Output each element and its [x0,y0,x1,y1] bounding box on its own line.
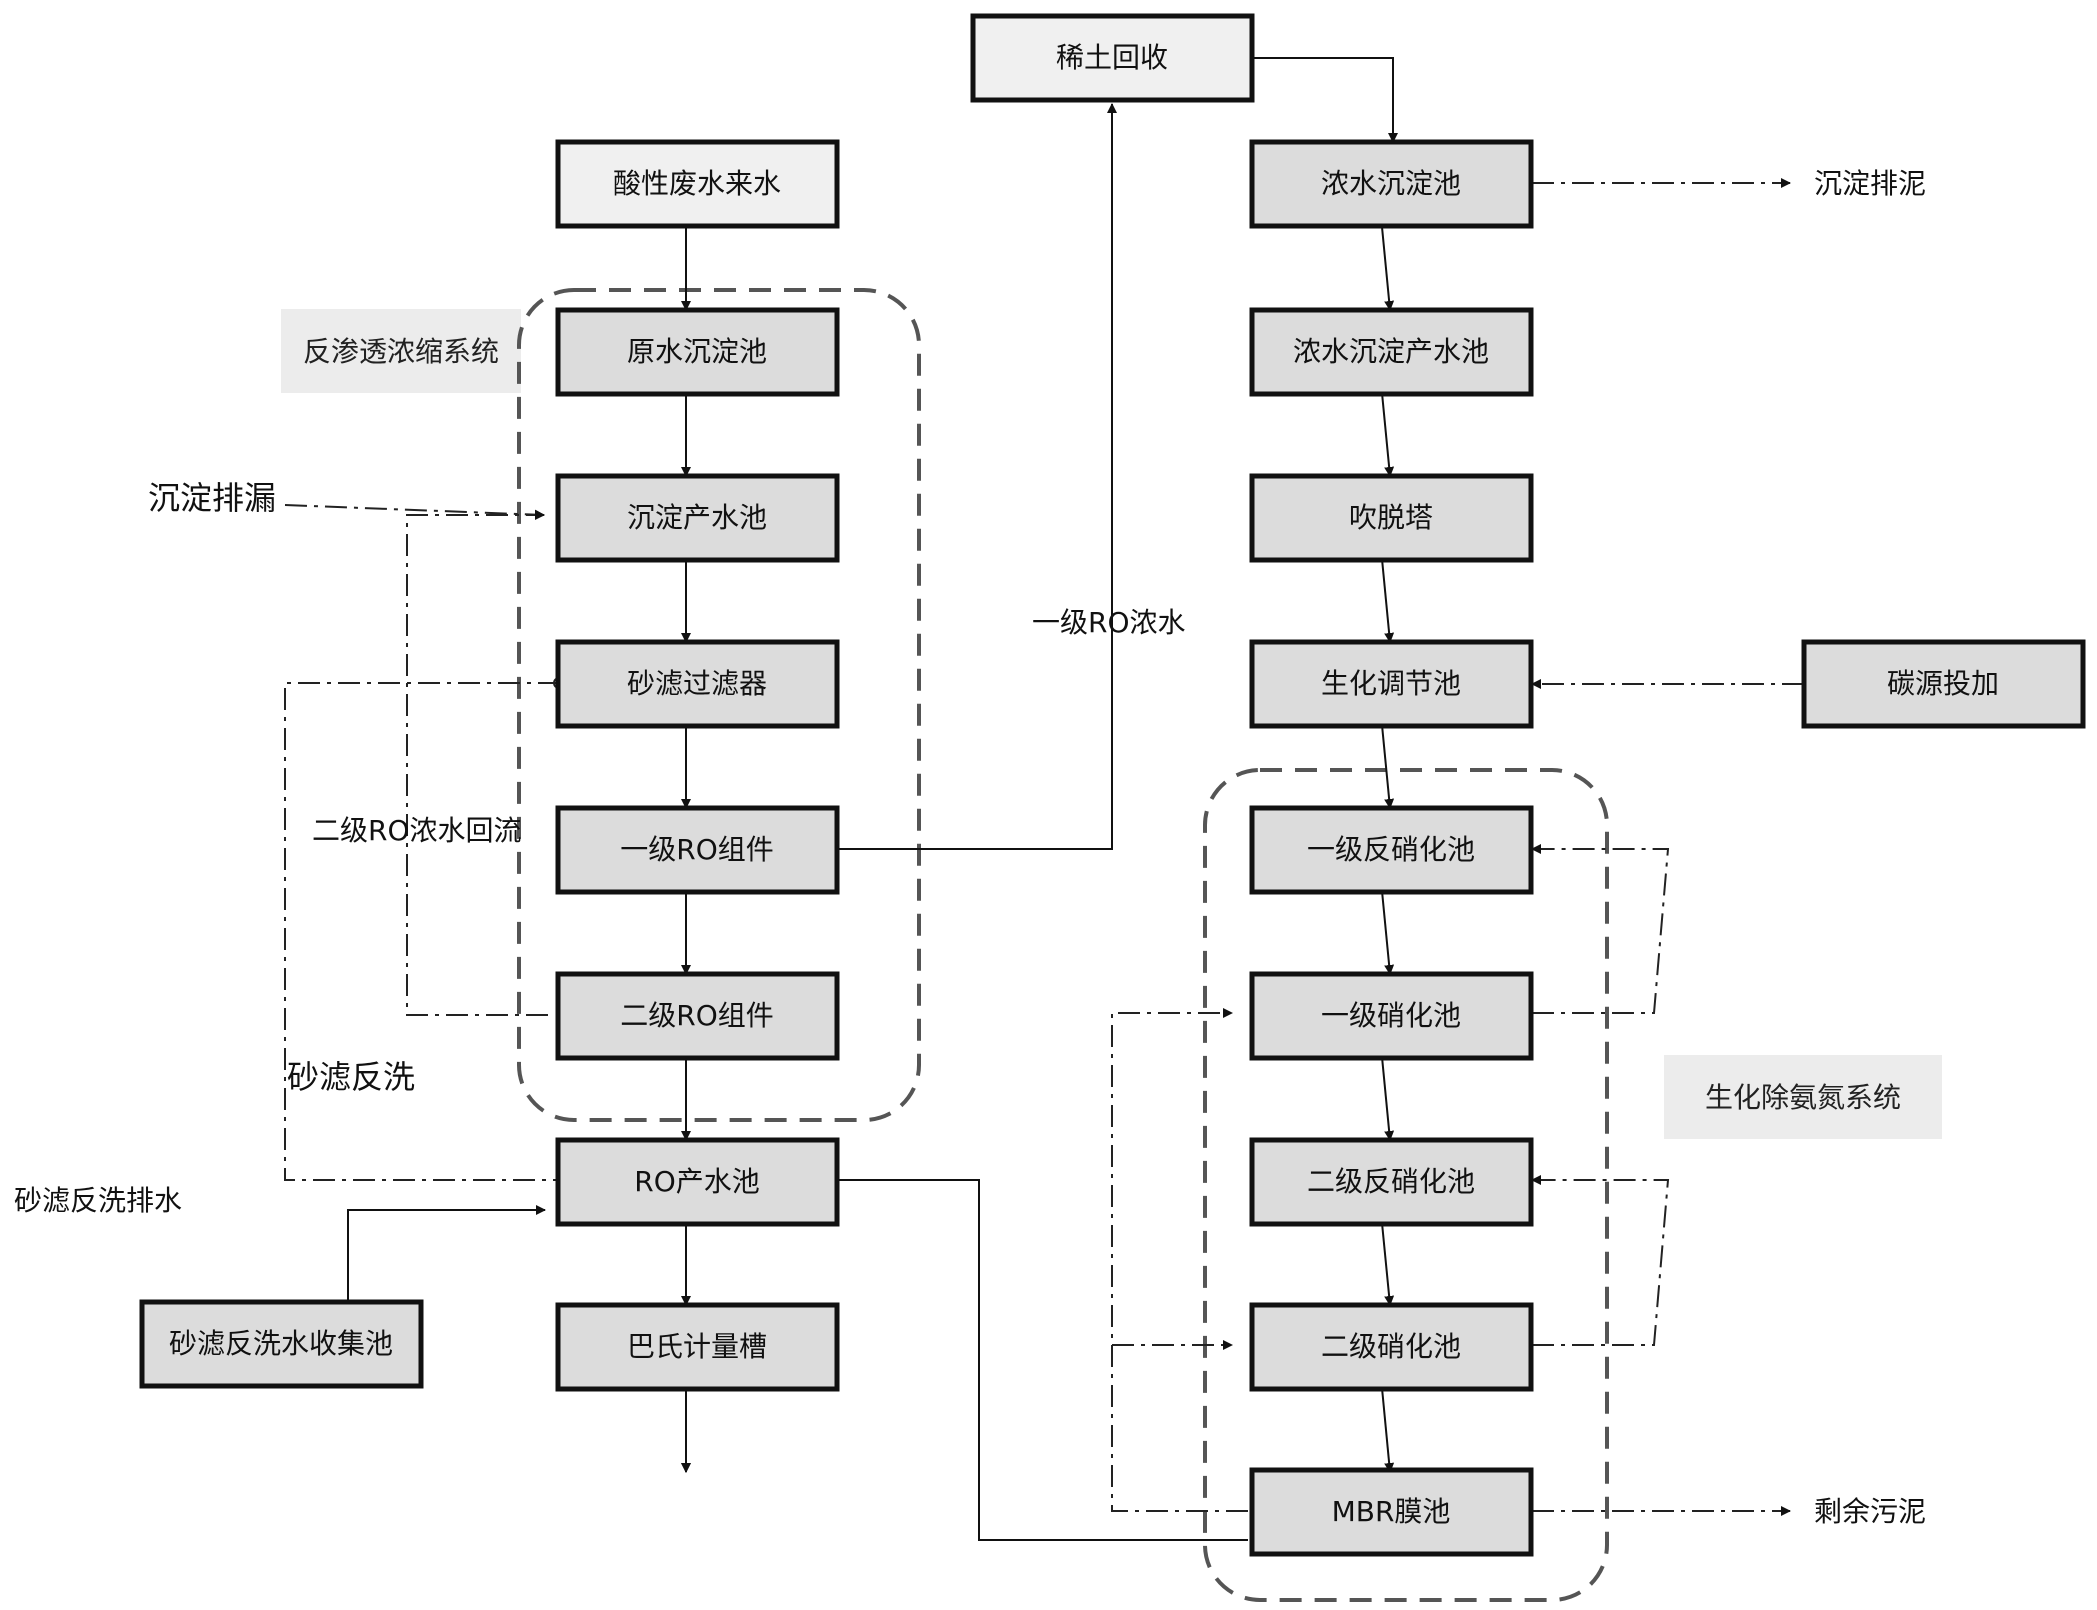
node-raw-settling-label: 原水沉淀池 [627,335,767,368]
node-settled-water-label: 沉淀产水池 [627,501,767,534]
node-settled-water: 沉淀产水池 [555,473,840,563]
bio-system-label-bg [1664,1055,1942,1139]
right-main-flow [1381,226,1395,1473]
label-sand-backwash: 砂滤反洗 [287,1058,415,1096]
node-conc-product: 浓水沉淀产水池 [1249,307,1534,397]
node-ro-product-label: RO产水池 [634,1165,760,1198]
node-bio-adjust-label: 生化调节池 [1321,667,1461,700]
node-acid-inflow-label: 酸性废水来水 [613,167,781,200]
node-parshall: 巴氏计量槽 [555,1302,840,1392]
node-ro2-label: 二级RO组件 [620,999,774,1032]
label-backwash-drain: 砂滤反洗排水 [14,1184,182,1217]
node-ro-product: RO产水池 [555,1137,840,1227]
ro-system-boundary [517,288,921,1122]
bio-system-boundary [1203,768,1609,1602]
node-raw-settling: 原水沉淀池 [555,307,840,397]
node-ro2: 二级RO组件 [555,971,840,1061]
node-mbr-label: MBR膜池 [1332,1495,1451,1528]
node-acid-inflow: 酸性废水来水 [555,139,840,229]
node-rare-earth-label: 稀土回收 [1056,41,1168,74]
node-sand-filter-label: 砂滤过滤器 [627,667,767,700]
node-stripping: 吹脱塔 [1249,473,1534,563]
node-nit2: 二级硝化池 [1249,1302,1534,1392]
node-nit2-label: 二级硝化池 [1321,1330,1461,1363]
node-parshall-label: 巴氏计量槽 [627,1330,767,1363]
node-carbon-label: 碳源投加 [1887,667,1999,700]
label-sludge-left: 沉淀排漏 [148,479,276,517]
node-mbr: MBR膜池 [1249,1467,1534,1557]
label-ro1-conc: 一级RO浓水 [1032,606,1186,639]
dashdot-connections [284,178,1804,1516]
ro-system-label-bg [281,309,521,393]
node-nit1: 一级硝化池 [1249,971,1534,1061]
node-ro1: 一级RO组件 [555,805,840,895]
node-nit1-label: 一级硝化池 [1321,999,1461,1032]
label-ro2-reflux: 二级RO浓水回流 [312,814,522,847]
bio-system-label: 生化除氨氮系统 [1705,1081,1901,1114]
node-backwash-tank: 砂滤反洗水收集池 [139,1299,424,1389]
node-sand-filter: 砂滤过滤器 [555,639,840,729]
node-stripping-label: 吹脱塔 [1349,501,1433,534]
solid-connections [347,57,1398,1541]
node-denit2-label: 二级反硝化池 [1307,1165,1475,1198]
label-sludge-right: 沉淀排泥 [1814,167,1926,200]
node-conc-product-label: 浓水沉淀产水池 [1293,335,1489,368]
node-backwash-tank-label: 砂滤反洗水收集池 [169,1327,393,1360]
label-excess-sludge: 剩余污泥 [1814,1495,1926,1528]
node-bio-adjust: 生化调节池 [1249,639,1534,729]
node-conc-settling: 浓水沉淀池 [1249,139,1534,229]
node-conc-settling-label: 浓水沉淀池 [1321,167,1461,200]
ro-system-label: 反渗透浓缩系统 [303,335,499,368]
node-denit1-label: 一级反硝化池 [1307,833,1475,866]
node-ro1-label: 一级RO组件 [620,833,774,866]
node-denit2: 二级反硝化池 [1249,1137,1534,1227]
node-carbon: 碳源投加 [1801,639,2086,729]
node-rare-earth: 稀土回收 [970,13,1255,103]
node-denit1: 一级反硝化池 [1249,805,1534,895]
